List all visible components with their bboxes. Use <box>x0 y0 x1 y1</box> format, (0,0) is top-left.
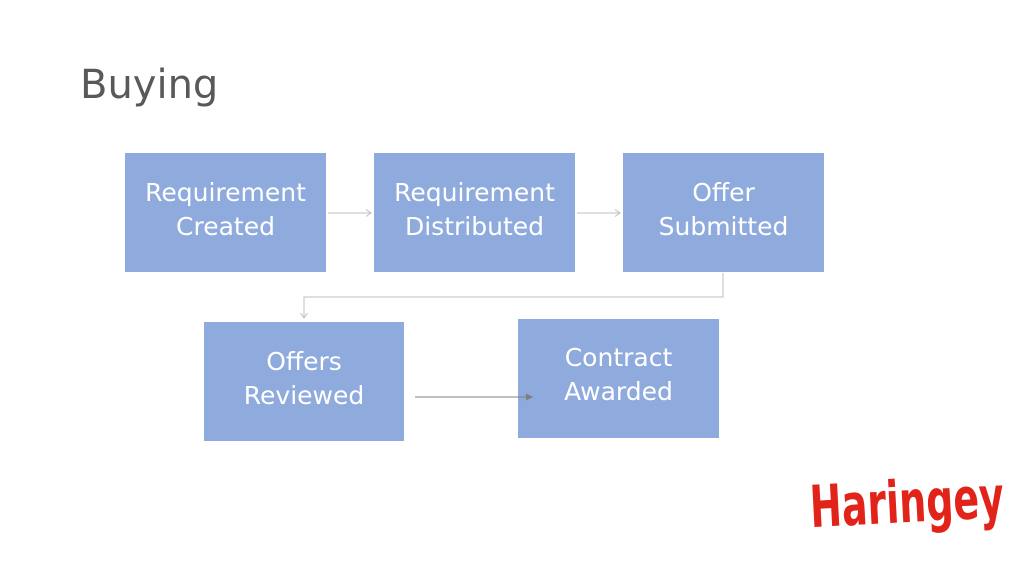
step-contract-awarded: Contract Awarded <box>518 319 719 438</box>
step-label: Requirement Created <box>145 177 306 241</box>
haringey-logo: Haringey <box>808 463 1005 541</box>
step-offers-reviewed: Offers Reviewed <box>204 322 404 441</box>
step-label: Offer Submitted <box>658 177 789 241</box>
step-requirement-created: Requirement Created <box>125 153 326 272</box>
connector-submitted-to-reviewed <box>300 273 724 319</box>
connector-created-to-distributed <box>328 209 372 217</box>
step-requirement-distributed: Requirement Distributed <box>374 153 575 272</box>
logo-wordmark: Haringey <box>808 463 1005 541</box>
slide-title: Buying <box>80 62 219 108</box>
step-offer-submitted: Offer Submitted <box>623 153 824 272</box>
step-label: Requirement Distributed <box>394 177 555 241</box>
connector-distributed-to-submitted <box>577 209 621 217</box>
step-label: Contract Awarded <box>564 342 673 406</box>
connector-reviewed-to-awarded <box>415 393 533 401</box>
step-label: Offers Reviewed <box>243 346 365 410</box>
